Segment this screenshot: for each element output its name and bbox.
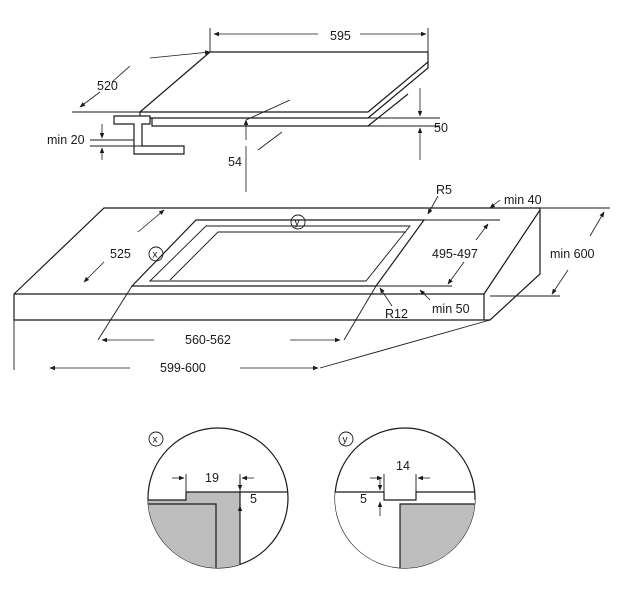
detail-y-marker-circle <box>338 431 354 447</box>
marker-y-label: y <box>295 218 300 229</box>
hob-protrusion-label: 54 <box>228 155 242 169</box>
hob-drawing: 595 520 50 54 min 20 <box>47 28 448 192</box>
mounting-clip <box>113 115 185 155</box>
detail-y-width-label: 14 <box>396 459 410 473</box>
detail-x-marker-circle <box>148 431 164 447</box>
cutout-opening <box>130 219 426 287</box>
detail-x: x 19 5 <box>147 427 289 569</box>
marker-x-label: x <box>153 250 158 261</box>
min-depth-label: min 600 <box>550 247 595 261</box>
hob-depth-label: 520 <box>97 79 118 93</box>
detail-x-depth-label: 5 <box>250 492 257 506</box>
marker-x-circle <box>148 246 164 262</box>
corner-radius-top-label: R5 <box>436 183 452 197</box>
marker-y-circle <box>290 214 306 230</box>
detail-y: y 14 5 <box>334 427 476 569</box>
outer-width-label: 599-600 <box>160 361 206 375</box>
worktop-drawing: x y R5 min 40 525 495-497 min 600 R12 mi… <box>13 183 610 375</box>
min-back-label: min 40 <box>504 193 542 207</box>
detail-x-width-label: 19 <box>205 471 219 485</box>
detail-x-marker-label: x <box>153 435 158 446</box>
hob-min-below-label: min 20 <box>47 133 85 147</box>
hob-width-label: 595 <box>330 29 351 43</box>
corner-radius-front-label: R12 <box>385 307 408 321</box>
detail-y-depth-label: 5 <box>360 492 367 506</box>
min-front-label: min 50 <box>432 302 470 316</box>
hob-height-label: 50 <box>434 121 448 135</box>
cutout-width-label: 560-562 <box>185 333 231 347</box>
cutout-depth-range-label: 495-497 <box>432 247 478 261</box>
cutout-depth-label: 525 <box>110 247 131 261</box>
detail-y-marker-label: y <box>343 435 348 446</box>
